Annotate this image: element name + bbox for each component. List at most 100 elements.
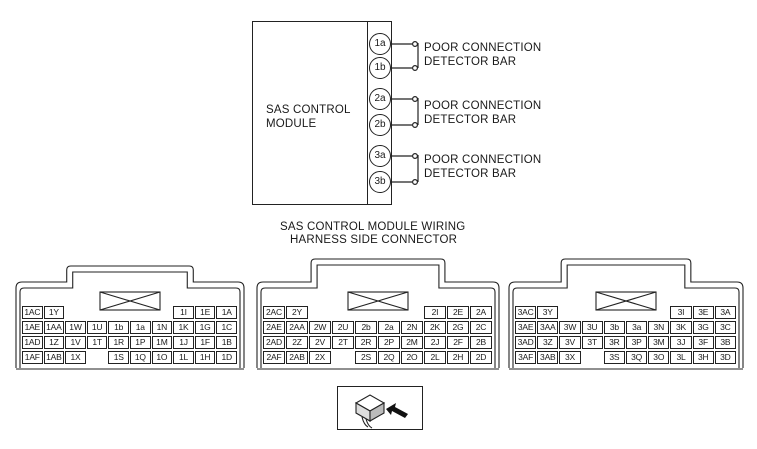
pin-3t: 3T	[581, 336, 603, 349]
caption-line1: SAS CONTROL MODULE WIRING	[280, 221, 466, 233]
pin-3p: 3P	[626, 336, 648, 349]
pin-3h: 3H	[692, 351, 714, 364]
pin-2i: 2I	[424, 306, 446, 319]
connector-housing	[508, 258, 744, 370]
pin-3ac: 3AC	[515, 306, 537, 319]
pin-3l: 3L	[670, 351, 692, 364]
connector-housing	[15, 265, 245, 370]
pin-2u: 2U	[332, 321, 354, 334]
pin-1b: 1B	[216, 336, 237, 349]
pin-3o: 3O	[648, 351, 670, 364]
pin-1i: 1I	[173, 306, 194, 319]
bar3-label-line1: POOR CONNECTION	[424, 154, 542, 166]
pin-1t: 1T	[86, 336, 108, 349]
sas-control-module-box	[252, 21, 392, 205]
pin-1a: 1a	[130, 321, 151, 334]
pin-1ac: 1AC	[22, 306, 43, 319]
terminal-3a: 3a	[369, 145, 391, 167]
pin-2a: 2a	[378, 321, 400, 334]
pin-2z: 2Z	[286, 336, 308, 349]
pin-2af: 2AF	[263, 351, 285, 364]
pin-3k: 3K	[670, 321, 692, 334]
pin-3r: 3R	[603, 336, 625, 349]
pin-3y: 3Y	[537, 306, 559, 319]
pin-2a: 2A	[470, 306, 492, 319]
pin-1aa: 1AA	[43, 321, 65, 334]
pin-2h: 2H	[447, 351, 469, 364]
pin-1y: 1Y	[43, 306, 65, 319]
pin-2r: 2R	[355, 336, 377, 349]
pin-1h: 1H	[194, 351, 216, 364]
pin-2k: 2K	[424, 321, 446, 334]
pin-3af: 3AF	[515, 351, 537, 364]
pin-3w: 3W	[559, 321, 581, 334]
bar3-label-line2: DETECTOR BAR	[424, 168, 517, 180]
pin-3d: 3D	[714, 351, 736, 364]
pin-1k: 1K	[173, 321, 194, 334]
pin-3aa: 3AA	[537, 321, 559, 334]
terminal-2b: 2b	[369, 114, 391, 136]
pin-3i: 3I	[670, 306, 692, 319]
connector-housing	[256, 258, 500, 370]
pin-3x: 3X	[559, 351, 581, 364]
pin-3j: 3J	[670, 336, 692, 349]
pin-1s: 1S	[108, 351, 129, 364]
pin-3z: 3Z	[537, 336, 559, 349]
pin-1l: 1L	[173, 351, 194, 364]
module-label-line2: MODULE	[266, 118, 317, 130]
bar1-label-line1: POOR CONNECTION	[424, 42, 542, 54]
pin-3v: 3V	[559, 336, 581, 349]
pin-1w: 1W	[65, 321, 86, 334]
terminal-2a: 2a	[369, 88, 391, 110]
pin-2ae: 2AE	[263, 321, 285, 334]
bar1-label-line2: DETECTOR BAR	[424, 56, 517, 68]
pin-3a: 3A	[714, 306, 736, 319]
pin-2b: 2B	[470, 336, 492, 349]
pin-2q: 2Q	[378, 351, 400, 364]
pin-1x: 1X	[65, 351, 86, 364]
pin-2c: 2C	[470, 321, 492, 334]
pin-1ab: 1AB	[43, 351, 65, 364]
pin-1c: 1C	[216, 321, 237, 334]
pin-1ae: 1AE	[22, 321, 43, 334]
pin-1j: 1J	[173, 336, 194, 349]
caption-line2: HARNESS SIDE CONNECTOR	[290, 234, 458, 246]
connector-view-icon-frame	[337, 386, 423, 430]
pin-1g: 1G	[194, 321, 216, 334]
pin-2j: 2J	[424, 336, 446, 349]
pin-2d: 2D	[470, 351, 492, 364]
pin-1n: 1N	[151, 321, 173, 334]
pin-3e: 3E	[692, 306, 714, 319]
pin-3a: 3a	[626, 321, 648, 334]
pin-3f: 3F	[692, 336, 714, 349]
terminal-strip	[367, 21, 392, 205]
pin-1ad: 1AD	[22, 336, 43, 349]
pin-2l: 2L	[424, 351, 446, 364]
pin-2v: 2V	[309, 336, 331, 349]
pin-2x: 2X	[309, 351, 331, 364]
pin-1p: 1P	[130, 336, 151, 349]
module-label-line1: SAS CONTROL	[266, 104, 351, 116]
pin-1af: 1AF	[22, 351, 43, 364]
pin-3b: 3b	[603, 321, 625, 334]
pin-1e: 1E	[194, 306, 216, 319]
pin-3b: 3B	[714, 336, 736, 349]
pin-2m: 2M	[401, 336, 423, 349]
pin-2aa: 2AA	[286, 321, 308, 334]
pin-3ae: 3AE	[515, 321, 537, 334]
pin-1a: 1A	[216, 306, 237, 319]
pin-2w: 2W	[309, 321, 331, 334]
pin-1f: 1F	[194, 336, 216, 349]
pin-3c: 3C	[714, 321, 736, 334]
pin-2ac: 2AC	[263, 306, 285, 319]
pin-1v: 1V	[65, 336, 86, 349]
pin-1d: 1D	[216, 351, 237, 364]
pin-2n: 2N	[401, 321, 423, 334]
pin-3m: 3M	[648, 336, 670, 349]
terminal-3b: 3b	[369, 171, 391, 193]
terminal-1b: 1b	[369, 57, 391, 79]
